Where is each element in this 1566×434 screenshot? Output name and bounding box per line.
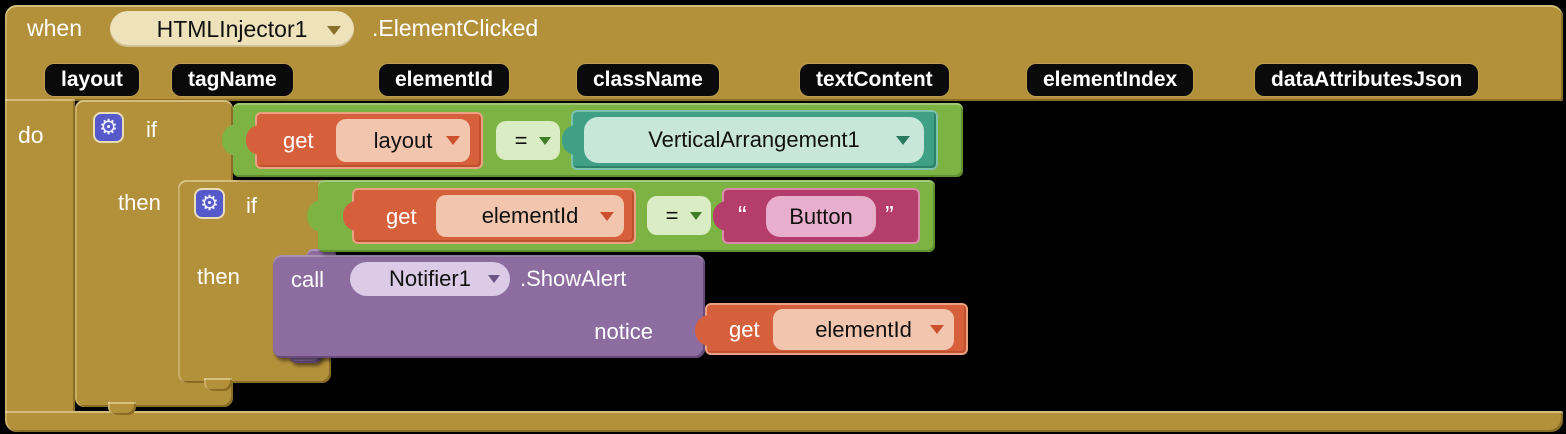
if-keyword-label: if: [146, 117, 157, 142]
gear-icon-glyph: ⚙: [99, 115, 118, 139]
chevron-down-icon: [327, 26, 341, 35]
if-keyword-label: if: [246, 193, 257, 218]
variable-name: elementId: [815, 317, 912, 342]
when-event-block-bottom-bar[interactable]: [5, 411, 1563, 432]
component-value-block[interactable]: VerticalArrangement1: [562, 110, 938, 170]
component-name: VerticalArrangement1: [648, 127, 860, 152]
close-quote: ”: [885, 200, 894, 230]
get-layout-block[interactable]: get layout: [246, 112, 483, 169]
param-pill-layout[interactable]: layout: [45, 64, 139, 96]
notice-param-label: notice: [594, 319, 653, 344]
variable-name: elementId: [481, 203, 579, 228]
param-pill-elementindex[interactable]: elementIndex: [1027, 64, 1194, 96]
open-quote: “: [738, 200, 747, 230]
variable-dropdown[interactable]: elementId: [436, 195, 624, 237]
equals-block-1[interactable]: get layout = VerticalArrangement1: [222, 103, 963, 177]
get-keyword-label: get: [283, 128, 314, 153]
get-keyword-label: get: [729, 317, 760, 342]
when-event-block-left-column[interactable]: [5, 99, 75, 415]
chevron-down-icon: [539, 137, 551, 145]
param-pill-dataattributesjson[interactable]: dataAttributesJson: [1255, 64, 1479, 96]
call-component-dropdown[interactable]: Notifier1: [350, 262, 510, 296]
component-dropdown[interactable]: VerticalArrangement1: [584, 117, 924, 163]
left-plug: [562, 125, 576, 155]
chevron-down-icon: [446, 136, 460, 145]
call-component-name: Notifier1: [389, 266, 471, 291]
event-component-name: HTMLInjector1: [156, 16, 308, 42]
string-button-block[interactable]: “ Button ”: [713, 188, 920, 244]
chevron-down-icon: [930, 325, 944, 334]
event-component-dropdown[interactable]: HTMLInjector1: [110, 11, 354, 47]
left-plug: [713, 201, 727, 231]
variable-dropdown[interactable]: elementId: [773, 309, 954, 350]
variable-name: layout: [373, 128, 433, 153]
left-plug: [246, 125, 260, 155]
variable-dropdown[interactable]: layout: [336, 119, 470, 162]
call-showalert-block[interactable]: call Notifier1 .ShowAlert notice: [273, 255, 705, 358]
event-name-label: .ElementClicked: [372, 15, 539, 41]
left-plug: [222, 124, 237, 156]
get-elementid-arg-block[interactable]: get elementId: [695, 303, 968, 355]
param-pill-elementid[interactable]: elementId: [379, 64, 510, 96]
get-elementid-block[interactable]: get elementId: [343, 188, 636, 244]
param-pill-textcontent[interactable]: textContent: [800, 64, 949, 96]
equals-block-2[interactable]: get elementId = “ Button ”: [307, 180, 935, 252]
param-pill-classname[interactable]: className: [577, 64, 719, 96]
get-keyword-label: get: [386, 204, 417, 229]
chevron-down-icon: [488, 275, 500, 283]
then-keyword-label: then: [118, 190, 161, 215]
param-pill-tagname[interactable]: tagName: [172, 64, 293, 96]
gear-icon-glyph: ⚙: [200, 191, 219, 215]
chevron-down-icon: [690, 212, 702, 220]
operator-symbol: =: [514, 128, 528, 153]
call-block-top-notch: [307, 249, 336, 257]
mutator-gear-icon[interactable]: ⚙: [194, 188, 225, 219]
string-text-input[interactable]: Button: [766, 196, 876, 237]
if-block-outer-bottom-tab: [108, 402, 136, 415]
when-keyword-label: when: [27, 15, 82, 41]
operator-symbol: =: [665, 203, 679, 228]
left-plug: [343, 201, 357, 231]
operator-dropdown[interactable]: =: [647, 196, 711, 235]
do-keyword-label: do: [18, 122, 44, 148]
chevron-down-icon: [600, 212, 614, 221]
chevron-down-icon: [896, 136, 910, 145]
left-plug: [307, 200, 322, 232]
if-block-inner-bottom-tab: [204, 378, 232, 391]
left-plug: [695, 315, 710, 346]
operator-dropdown[interactable]: =: [496, 121, 560, 160]
mutator-gear-icon[interactable]: ⚙: [93, 112, 124, 143]
then-keyword-label: then: [197, 264, 240, 289]
call-keyword-label: call: [291, 267, 325, 292]
call-method-label: .ShowAlert: [520, 266, 627, 291]
